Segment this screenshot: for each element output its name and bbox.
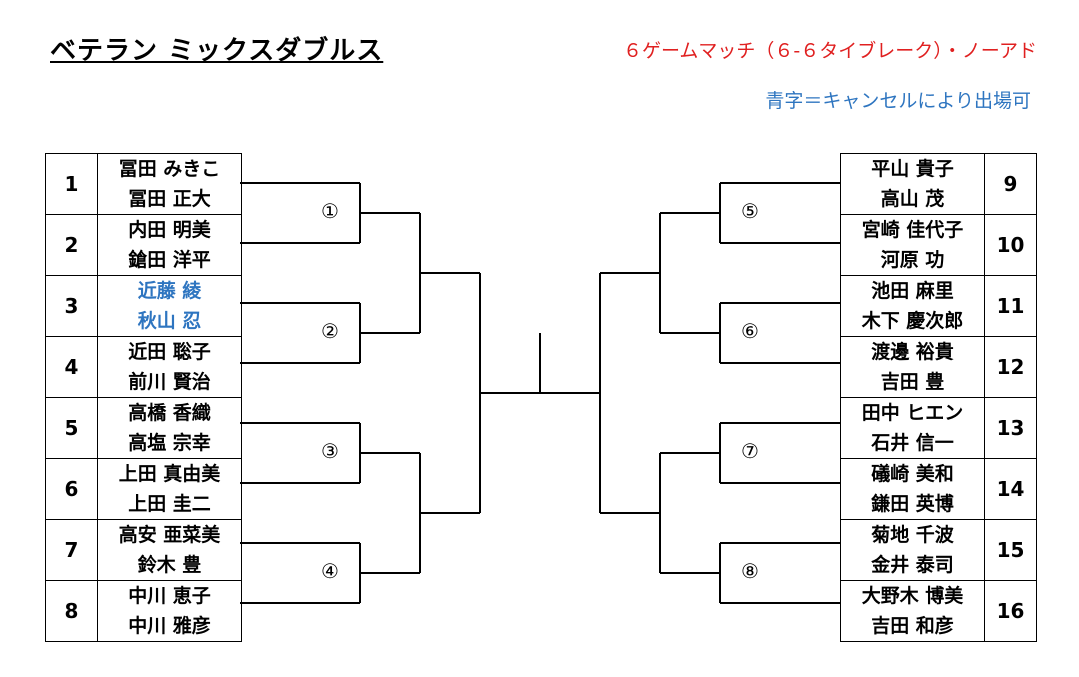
player-name: 前川 賢治 (128, 371, 211, 393)
legend-note: 青字＝キャンセルにより出場可 (765, 90, 1031, 112)
team-players: 田中 ヒエン石井 信一 (840, 397, 985, 459)
match-number: ① (321, 199, 339, 223)
player-name: 吉田 和彦 (871, 615, 954, 637)
seed-number: 15 (984, 519, 1037, 581)
player-name: 鈴木 豊 (137, 554, 202, 576)
match-number: ② (321, 319, 339, 343)
team-players: 高橋 香織高塩 宗幸 (97, 397, 242, 459)
player-name: 中川 雅彦 (128, 615, 211, 637)
player-name: 宮崎 佳代子 (861, 219, 964, 241)
team-players: 渡邊 裕貴吉田 豊 (840, 336, 985, 398)
player-name: 近藤 綾 (137, 280, 202, 302)
team-players: 内田 明美鎗田 洋平 (97, 214, 242, 276)
match-rule: ６ゲームマッチ（６-６タイブレーク）・ノーアド (622, 40, 1037, 62)
seed-number: 1 (45, 153, 98, 215)
player-name: 渡邊 裕貴 (871, 341, 954, 363)
player-name: 吉田 豊 (880, 371, 945, 393)
player-name: 大野木 博美 (861, 585, 964, 607)
team-players: 平山 貴子高山 茂 (840, 153, 985, 215)
player-name: 中川 恵子 (128, 585, 211, 607)
match-number: ④ (321, 559, 339, 583)
match-number: ③ (321, 439, 339, 463)
match-number: ⑥ (741, 319, 759, 343)
seed-number: 5 (45, 397, 98, 459)
player-name: 内田 明美 (128, 219, 211, 241)
seed-number: 12 (984, 336, 1037, 398)
player-name: 木下 慶次郎 (861, 310, 964, 332)
team-players: 大野木 博美吉田 和彦 (840, 580, 985, 642)
team-players: 高安 亜菜美鈴木 豊 (97, 519, 242, 581)
player-name: 鎗田 洋平 (128, 249, 211, 271)
player-name: 冨田 みきこ (118, 158, 221, 180)
player-name: 上田 真由美 (118, 463, 221, 485)
match-number: ⑤ (741, 199, 759, 223)
player-name: 冨田 正大 (128, 188, 211, 210)
team-players: 冨田 みきこ冨田 正大 (97, 153, 242, 215)
team-players: 宮崎 佳代子河原 功 (840, 214, 985, 276)
seed-number: 3 (45, 275, 98, 337)
player-name: 上田 圭二 (128, 493, 211, 515)
team-players: 菊地 千波金井 泰司 (840, 519, 985, 581)
player-name: 高山 茂 (880, 188, 945, 210)
team-players: 中川 恵子中川 雅彦 (97, 580, 242, 642)
player-name: 高安 亜菜美 (118, 524, 221, 546)
seed-number: 4 (45, 336, 98, 398)
player-name: 田中 ヒエン (861, 402, 964, 424)
seed-number: 16 (984, 580, 1037, 642)
seed-number: 10 (984, 214, 1037, 276)
player-name: 菊地 千波 (871, 524, 954, 546)
player-name: 平山 貴子 (871, 158, 954, 180)
seed-number: 11 (984, 275, 1037, 337)
player-name: 礒崎 美和 (871, 463, 954, 485)
match-number: ⑧ (741, 559, 759, 583)
seed-number: 9 (984, 153, 1037, 215)
seed-number: 7 (45, 519, 98, 581)
player-name: 河原 功 (880, 249, 945, 271)
player-name: 鎌田 英博 (871, 493, 954, 515)
player-name: 石井 信一 (871, 432, 954, 454)
team-players: 近藤 綾秋山 忍 (97, 275, 242, 337)
seed-number: 8 (45, 580, 98, 642)
seed-number: 14 (984, 458, 1037, 520)
team-players: 上田 真由美上田 圭二 (97, 458, 242, 520)
seed-number: 2 (45, 214, 98, 276)
seed-number: 6 (45, 458, 98, 520)
player-name: 高橋 香織 (128, 402, 211, 424)
player-name: 近田 聡子 (128, 341, 211, 363)
team-players: 礒崎 美和鎌田 英博 (840, 458, 985, 520)
match-number: ⑦ (741, 439, 759, 463)
team-players: 池田 麻里木下 慶次郎 (840, 275, 985, 337)
team-players: 近田 聡子前川 賢治 (97, 336, 242, 398)
player-name: 池田 麻里 (871, 280, 954, 302)
player-name: 高塩 宗幸 (128, 432, 211, 454)
page-title: ベテラン ミックスダブルス (50, 36, 384, 66)
player-name: 秋山 忍 (137, 310, 202, 332)
seed-number: 13 (984, 397, 1037, 459)
player-name: 金井 泰司 (871, 554, 954, 576)
